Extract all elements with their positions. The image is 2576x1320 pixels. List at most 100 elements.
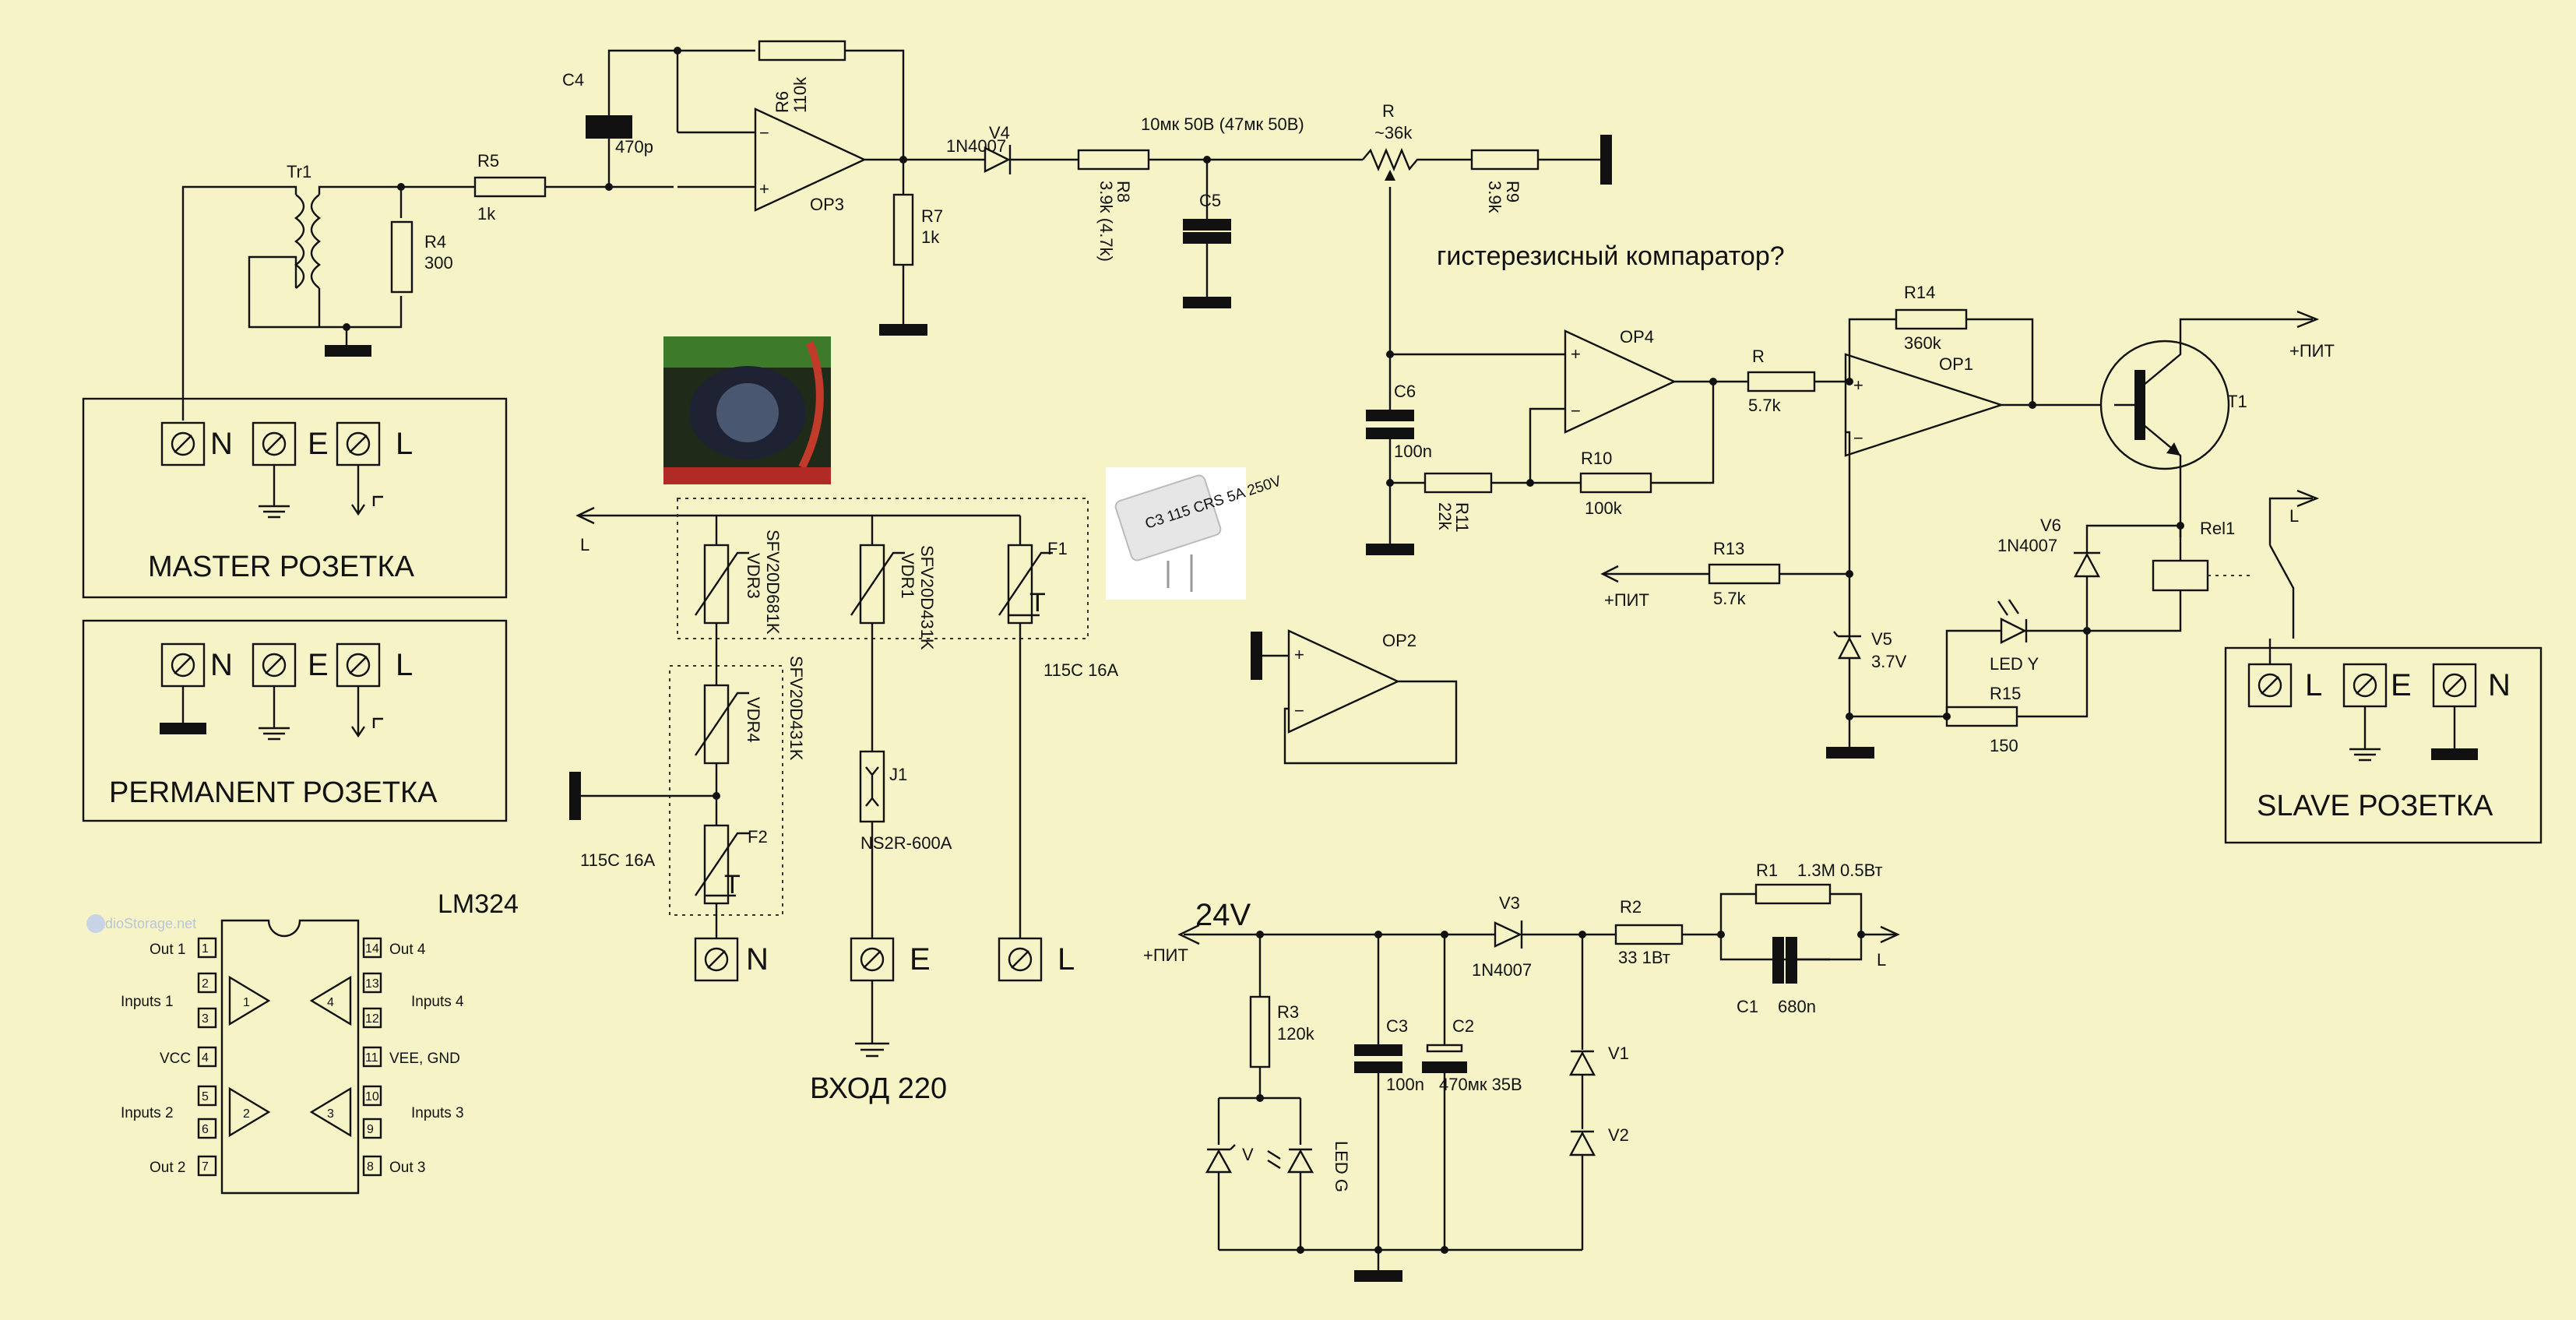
pin-10: 10 (365, 1090, 379, 1104)
varistor-photo (663, 336, 831, 484)
pin-label-inputs3: Inputs 3 (411, 1105, 464, 1121)
vdr1-label: VDR1 (898, 553, 917, 599)
amp-1-number: 1 (243, 996, 250, 1009)
c3-value: 100n (1386, 1075, 1424, 1094)
v24-label: 24V (1195, 898, 1251, 932)
v3-label: V3 (1499, 893, 1520, 913)
lm324-pinout: LM324 RadioStorage.net 1 2 3 4 5 6 7 8 9… (86, 889, 519, 1195)
op2-label: OP2 (1382, 631, 1416, 650)
c1-label: C1 (1737, 997, 1758, 1016)
vdr3-part: SFV20D681K (763, 530, 783, 635)
svg-text:+: + (759, 179, 769, 199)
r8-label: R8 (1114, 181, 1133, 202)
perm-n-label: N (210, 648, 233, 682)
capacitor-c4: C4 470p (562, 49, 755, 187)
r14-value: 360k (1904, 333, 1942, 353)
lm324-pin-boxes: 1 2 3 4 5 6 7 8 9 10 11 12 13 14 (197, 937, 382, 1177)
v3-value: 1N4007 (1472, 960, 1532, 980)
relay-rel1: Rel1 L (2087, 489, 2320, 639)
input-220-title: ВХОД 220 (810, 1072, 947, 1105)
pin-3: 3 (202, 1012, 209, 1026)
led-g-label: LED G (1332, 1141, 1351, 1192)
resistor-r11: R11 22k (1390, 472, 1581, 533)
op-amp-op4: +− OP4 (1529, 327, 1713, 483)
r11-label: R11 (1452, 502, 1472, 533)
r-mid-value: 5.7k (1748, 396, 1782, 415)
pin-11: 11 (365, 1051, 378, 1065)
diode-v6: V6 1N4007 (1997, 516, 2184, 631)
r9-label: R9 (1503, 181, 1522, 202)
r-pot-value: ~36k (1374, 123, 1413, 143)
r10-label: R10 (1581, 449, 1612, 468)
r7-value: 1k (921, 227, 940, 247)
led-y: LED Y (1943, 599, 2091, 720)
l-bottom-label: L (1877, 950, 1886, 970)
v1-label: V1 (1608, 1044, 1629, 1063)
pin-6: 6 (202, 1123, 209, 1136)
v2-label: V2 (1608, 1125, 1629, 1145)
pin-label-out4: Out 4 (389, 942, 426, 958)
pin-label-inputs1: Inputs 1 (121, 994, 174, 1010)
master-l-label: L (396, 427, 413, 461)
transistor-t1: T1 +ПИТ (2099, 310, 2335, 537)
pin-label-out3: Out 3 (389, 1160, 425, 1176)
pin-label-out2: Out 2 (150, 1160, 185, 1176)
v5-value: 3.7V (1871, 652, 1907, 671)
pin-13: 13 (365, 977, 379, 991)
c5-value: 10мк 50В (47мк 50В) (1141, 114, 1304, 134)
amp-2-number: 2 (243, 1107, 250, 1121)
master-e-label: E (308, 427, 329, 461)
pin-14: 14 (365, 942, 379, 956)
r15-value: 150 (1990, 736, 2018, 755)
resistor-r9: R9 3.9k (1470, 135, 1612, 214)
zener-v5: V5 3.7V (1826, 629, 1907, 759)
r-pot-label: R (1382, 101, 1395, 121)
pit-bottom-label: +ПИТ (1143, 945, 1188, 965)
pin-9: 9 (367, 1123, 374, 1136)
lm324-title: LM324 (438, 889, 519, 919)
r2-value: 33 1Вт (1618, 948, 1670, 967)
c5-label: C5 (1199, 191, 1221, 210)
r6-label: R6 (772, 91, 792, 113)
r-mid-label: R (1752, 347, 1765, 366)
slave-l-label: L (2305, 668, 2322, 702)
power-supply: 24V +ПИТ L V3 1N4007 R2 33 1Вт R1 1.3M 0… (1143, 861, 1900, 1282)
pin-label-inputs2: Inputs 2 (121, 1105, 174, 1121)
c2-label: C2 (1452, 1016, 1474, 1036)
c6-label: C6 (1394, 382, 1416, 401)
op-amp-op2: +− OP2 (1251, 629, 1458, 765)
master-outlet-title: MASTER РОЗЕТКА (148, 551, 415, 583)
resistor-r13: R13 5.7k +ПИТ (1600, 539, 1849, 610)
led-y-label: LED Y (1990, 654, 2039, 674)
capacitor-c6: C6 100n (1366, 350, 1565, 555)
pin-4: 4 (202, 1051, 209, 1065)
resistor-r-5k7: R 5.7k (1709, 347, 1888, 415)
r3-value: 120k (1277, 1024, 1315, 1044)
rel1-label: Rel1 (2200, 519, 2235, 538)
r8-value: 3.9k (4.7k) (1096, 181, 1116, 262)
r1-value: 1.3M 0.5Вт (1797, 861, 1883, 880)
v6-value: 1N4007 (1997, 536, 2057, 555)
pin-2: 2 (202, 977, 209, 991)
pin-8: 8 (367, 1160, 374, 1174)
r3-label: R3 (1277, 1002, 1299, 1022)
c4-value: 470p (615, 137, 653, 157)
vdr4-label: VDR4 (744, 697, 763, 743)
comparator-note: гистерезисный компаратор? (1437, 241, 1785, 271)
r15-label: R15 (1990, 684, 2021, 703)
op4-label: OP4 (1620, 327, 1654, 347)
pin-label-vcc: VCC (160, 1051, 191, 1067)
j1-part: NS2R-600A (860, 833, 952, 853)
resistor-r10: R10 100k (1579, 382, 1715, 518)
r11-value: 22k (1435, 502, 1455, 530)
svg-text:−: − (1853, 428, 1863, 448)
r1-label: R1 (1756, 861, 1778, 880)
r9-value: 3.9k (1485, 181, 1504, 214)
pin-7: 7 (202, 1160, 209, 1174)
tr1-label: Tr1 (287, 162, 311, 181)
svg-text:−: − (759, 123, 769, 143)
l-bus-label: L (580, 535, 589, 554)
r2-label: R2 (1620, 897, 1642, 917)
transformer-tr1: Tr1 (181, 162, 475, 421)
